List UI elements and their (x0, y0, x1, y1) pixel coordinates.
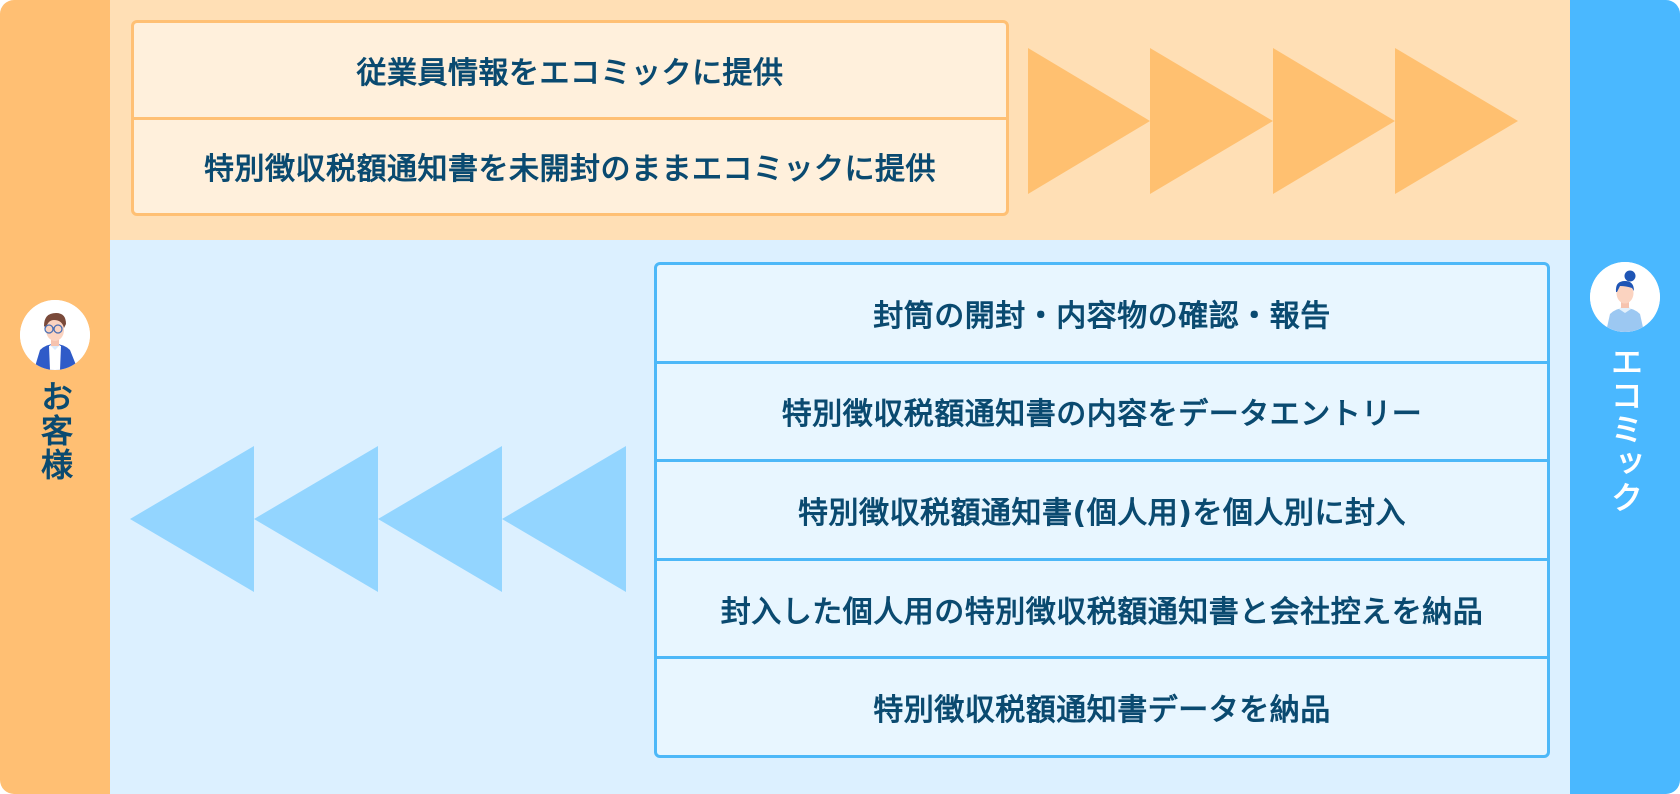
right-arrows (1028, 48, 1528, 194)
step-provide-employee-info: 従業員情報をエコミックに提供 (356, 55, 784, 91)
arrow-right-icon (1273, 48, 1395, 194)
arrow-right-icon (1150, 48, 1273, 194)
step-data-entry: 特別徴収税額通知書の内容をデータエントリー (657, 360, 1547, 460)
customer-column (0, 0, 110, 794)
woman-avatar-icon (1590, 262, 1660, 332)
arrow-right-icon (1395, 48, 1518, 194)
arrow-left-icon (502, 446, 626, 592)
customer-steps-box: 従業員情報をエコミックに提供 特別徴収税額通知書を未開封のままエコミックに提供 (131, 20, 1009, 216)
man-with-glasses-avatar-icon (20, 300, 90, 370)
left-arrows (130, 446, 630, 592)
step-deliver-enclosed: 封入した個人用の特別徴収税額通知書と会社控えを納品 (657, 557, 1547, 657)
arrow-right-icon (1028, 48, 1150, 194)
ecomic-column (1570, 0, 1680, 794)
step-provide-unopened-notice: 特別徴収税額通知書を未開封のままエコミックに提供 (134, 116, 1006, 214)
arrow-left-icon (130, 446, 254, 592)
step-open-and-check: 封筒の開封・内容物の確認・報告 (873, 298, 1331, 334)
step-enclose-individual: 特別徴収税額通知書(個人用)を個人別に封入 (657, 459, 1547, 558)
ecomic-label: エコミック (1606, 345, 1644, 515)
arrow-left-icon (378, 446, 502, 592)
arrow-left-icon (254, 446, 378, 592)
ecomic-steps-box: 封筒の開封・内容物の確認・報告 特別徴収税額通知書の内容をデータエントリー 特別… (654, 262, 1550, 758)
customer-label: お客様 (36, 380, 74, 482)
step-deliver-data: 特別徴収税額通知書データを納品 (657, 656, 1547, 755)
